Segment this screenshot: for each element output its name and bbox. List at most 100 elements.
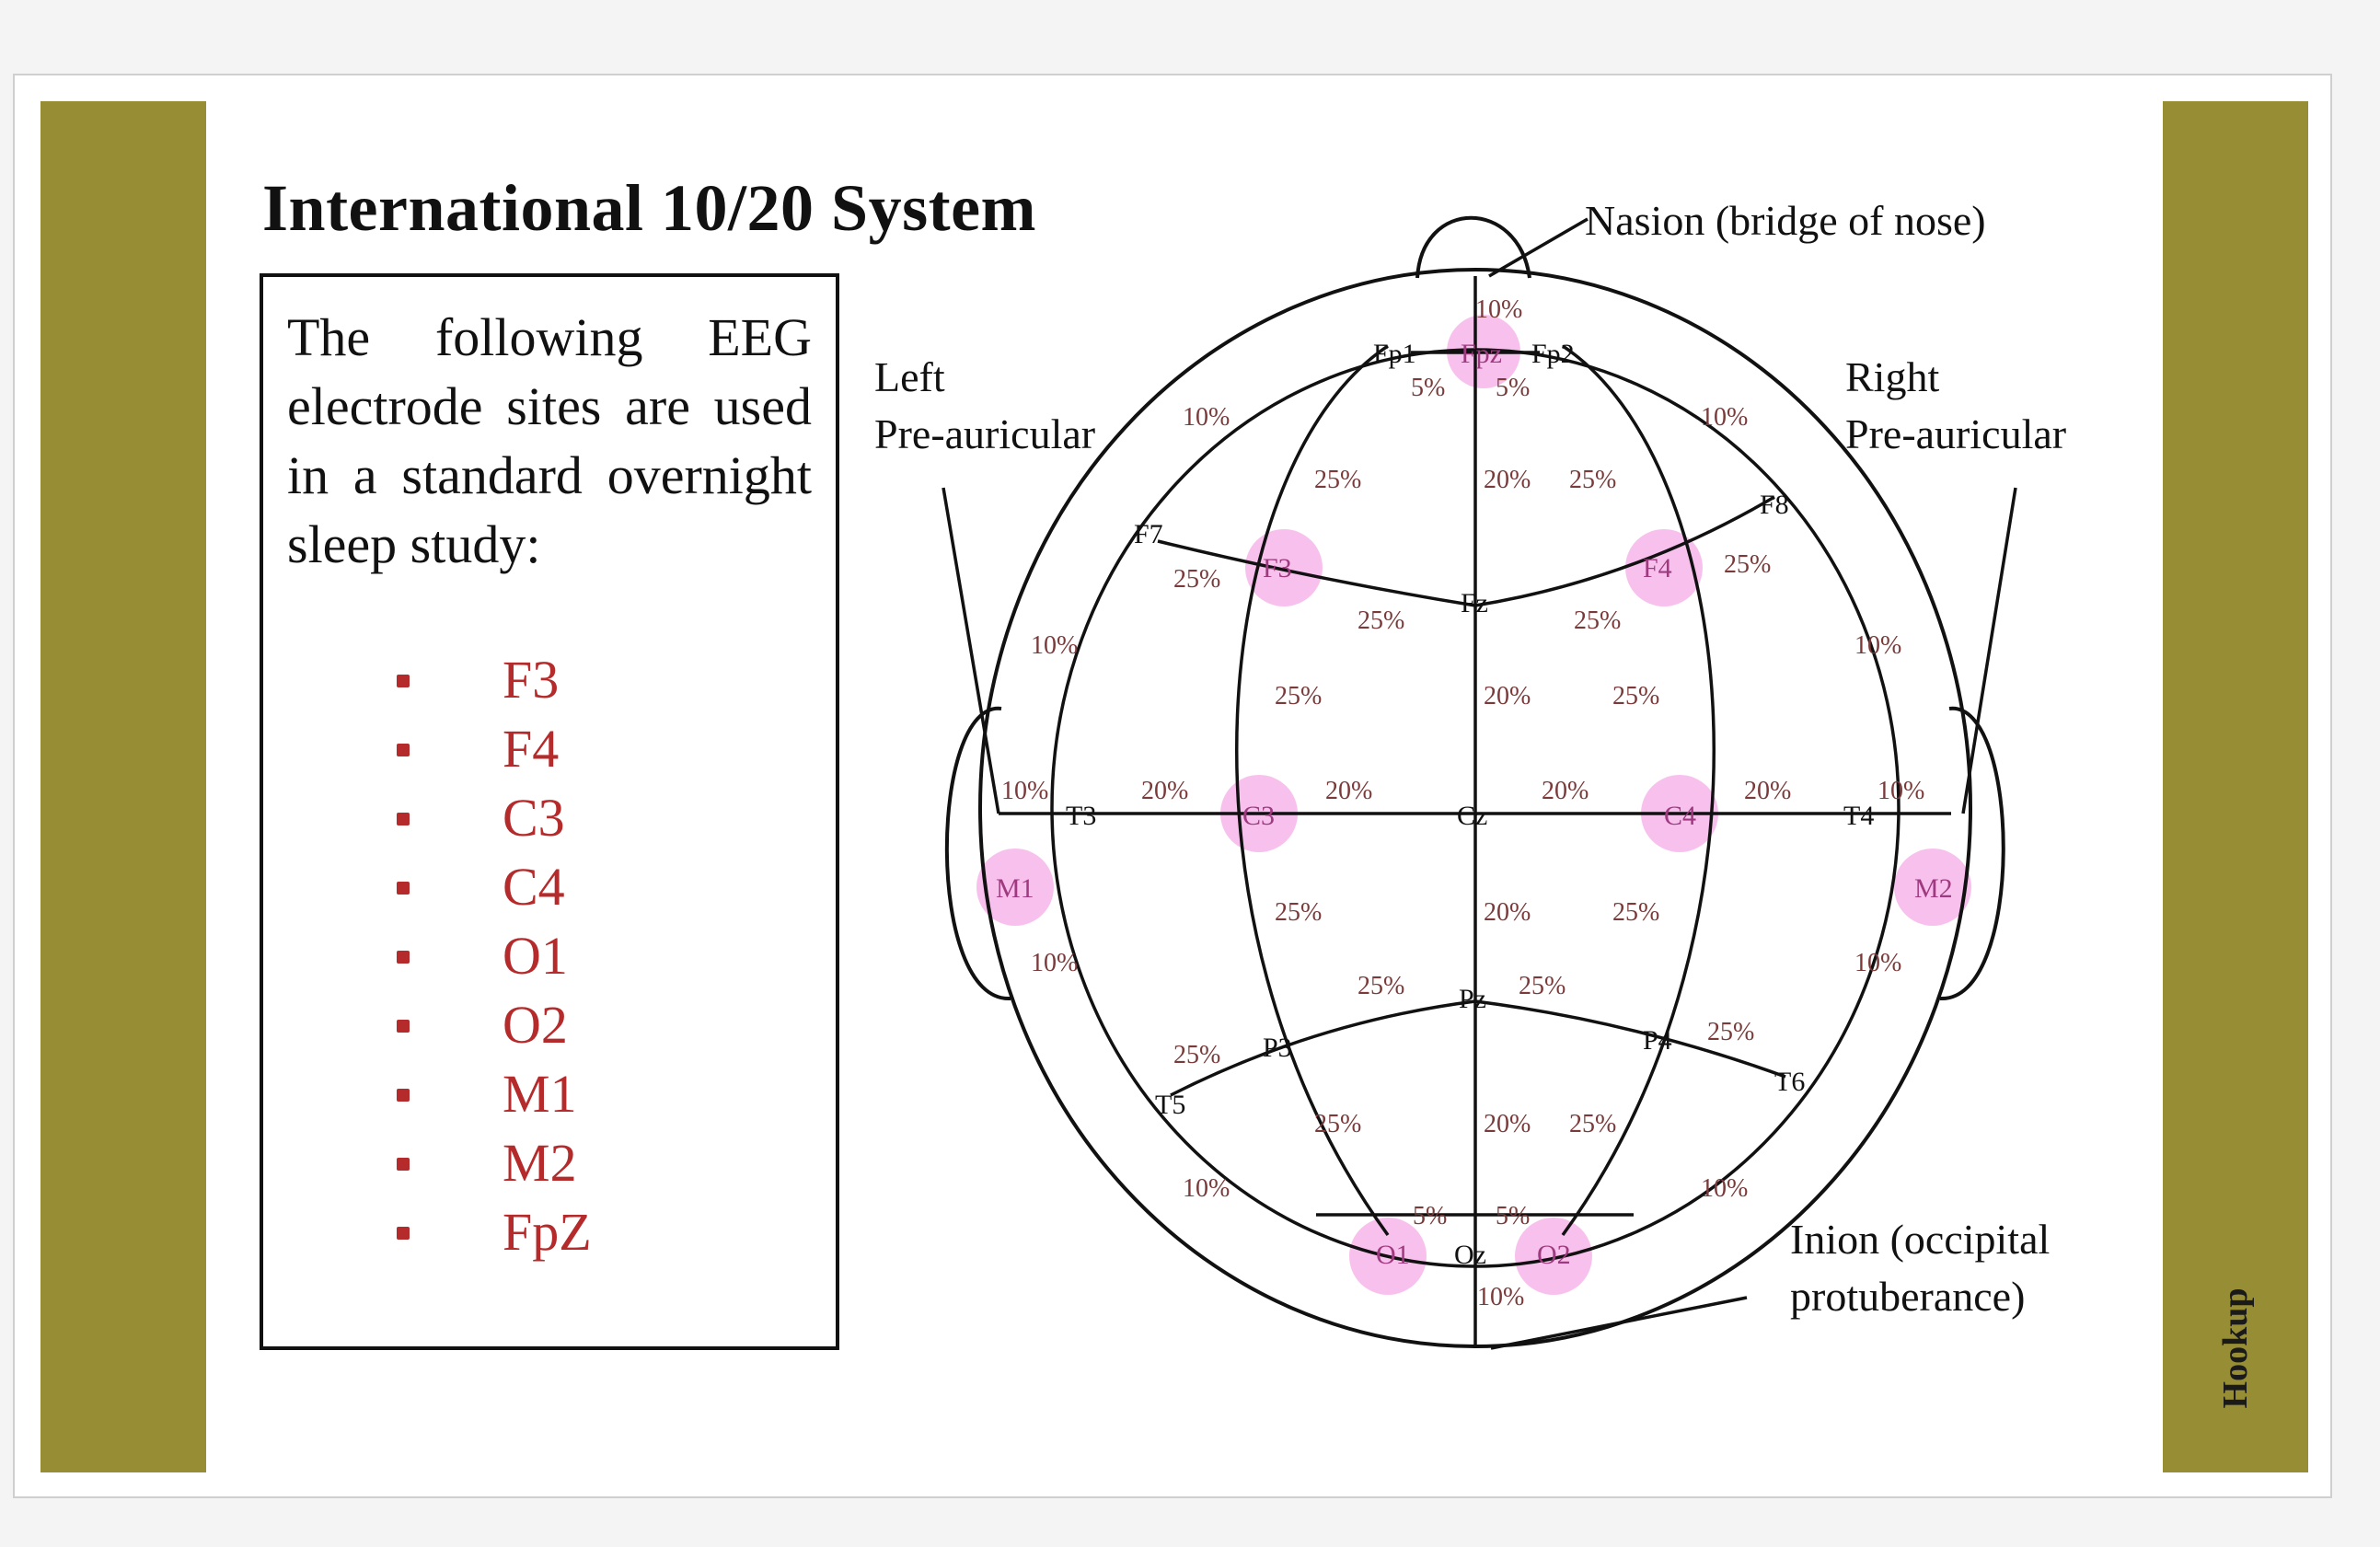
inion-pointer <box>1490 1296 1748 1350</box>
pct-cz-lower-20: 20% <box>1484 898 1531 927</box>
left-preauricular-label: Pre-auricular <box>874 410 1095 457</box>
electrode-info-box: The following EEG electrode sites are us… <box>260 273 839 1350</box>
electrode-site-item: M2 <box>263 1128 631 1197</box>
electrode-f8: F8 <box>1760 490 1789 520</box>
electrode-fz: Fz <box>1461 588 1488 618</box>
pct-fz-left-25: 25% <box>1358 606 1404 635</box>
pct-left-lower-10: 10% <box>1031 949 1078 977</box>
electrode-f7: F7 <box>1134 519 1163 549</box>
electrode-t6: T6 <box>1774 1067 1805 1097</box>
pct-pz-left-25: 25% <box>1358 972 1404 1000</box>
highlight-f3 <box>1245 529 1323 606</box>
electrode-c3: C3 <box>1242 801 1275 831</box>
pct-f3-25: 25% <box>1314 466 1361 494</box>
electrode-m1: M1 <box>996 873 1034 904</box>
intro-text: The following EEG electrode sites are us… <box>287 307 812 574</box>
electrode-site-label: O1 <box>503 926 568 986</box>
pct-c4-t4-20: 20% <box>1744 777 1791 805</box>
pct-fp1-5: 5% <box>1411 374 1445 402</box>
pct-o1-5: 5% <box>1413 1202 1447 1230</box>
pct-c3-cz-20: 20% <box>1325 777 1372 805</box>
inion-label-line1: Inion (occipital <box>1790 1216 2050 1263</box>
pct-t5-25: 25% <box>1173 1041 1220 1069</box>
pct-cz-upper-20: 20% <box>1484 682 1531 710</box>
bullet-icon <box>397 813 410 825</box>
bullet-icon <box>397 882 410 895</box>
nose-shape <box>1415 215 1531 279</box>
left-label: Left <box>874 353 945 400</box>
nasion-label: Nasion (bridge of nose) <box>1585 197 1986 244</box>
pct-f8-25: 25% <box>1724 550 1771 579</box>
electrode-o2: O2 <box>1537 1240 1571 1270</box>
inion-label-line2: protuberance) <box>1790 1273 2025 1320</box>
electrode-site-label: C4 <box>503 857 565 917</box>
pct-left-upper-10: 10% <box>1183 403 1230 432</box>
electrode-cz: Cz <box>1457 801 1487 831</box>
electrode-fp2: Fp2 <box>1531 339 1575 369</box>
slide-title: International 10/20 System <box>262 171 1036 245</box>
highlight-m1 <box>976 849 1054 926</box>
bullet-icon <box>397 1089 410 1102</box>
parietal-arc <box>1170 999 1786 1097</box>
pct-pz-right-25: 25% <box>1519 972 1565 1000</box>
right-ear <box>1939 706 2005 1001</box>
electrode-m2: M2 <box>1914 873 1953 904</box>
left-sidebar-bar <box>40 101 206 1472</box>
electrode-site-item: F4 <box>263 714 631 783</box>
left-preauricular-pointer <box>942 487 1000 814</box>
pct-fp2-5: 5% <box>1496 374 1530 402</box>
electrode-t5: T5 <box>1155 1090 1185 1120</box>
electrode-site-label: O2 <box>503 995 568 1055</box>
electrode-labels: Fp1 Fpz Fp2 F7 F3 Fz F4 F8 T3 C3 Cz C4 T… <box>996 339 1953 1270</box>
frontal-arc <box>1157 495 1775 607</box>
pct-right-upper-10: 10% <box>1701 403 1748 432</box>
electrode-site-label: C3 <box>503 788 565 848</box>
electrode-site-item: M1 <box>263 1059 631 1128</box>
pct-right-side-10: 10% <box>1854 631 1901 660</box>
electrode-site-item: O2 <box>263 990 631 1059</box>
electrode-f4: F4 <box>1643 553 1672 583</box>
pct-t3-10: 10% <box>1001 777 1048 805</box>
highlight-m2 <box>1894 849 1971 926</box>
electrode-p4: P4 <box>1643 1025 1672 1056</box>
pct-f7-25: 25% <box>1173 565 1220 594</box>
electrode-o1: O1 <box>1376 1240 1410 1270</box>
right-parasagittal-arc <box>1561 344 1716 1237</box>
bullet-icon <box>397 675 410 687</box>
left-parasagittal-arc <box>1234 344 1390 1237</box>
pct-c4-upper-25: 25% <box>1612 682 1659 710</box>
electrode-p3: P3 <box>1263 1033 1292 1063</box>
pct-t3-c3-20: 20% <box>1141 777 1188 805</box>
electrode-c4: C4 <box>1664 801 1696 831</box>
right-label: Right <box>1845 353 1939 400</box>
highlight-o2 <box>1515 1218 1592 1295</box>
pct-left-side-10: 10% <box>1031 631 1078 660</box>
pct-fz-20: 20% <box>1484 466 1531 494</box>
electrode-site-item: O1 <box>263 921 631 990</box>
electrode-t4: T4 <box>1843 801 1874 831</box>
pct-c3-lower-25: 25% <box>1275 898 1322 927</box>
pct-fz-right-25: 25% <box>1574 606 1621 635</box>
electrode-fp1: Fp1 <box>1373 339 1416 369</box>
bullet-icon <box>397 1158 410 1171</box>
electrode-t3: T3 <box>1066 801 1096 831</box>
electrode-grid <box>942 217 2017 1350</box>
nasion-pointer <box>1488 217 1589 278</box>
pct-t6-25: 25% <box>1707 1018 1754 1046</box>
bullet-icon <box>397 1227 410 1240</box>
pct-left-bottom-10: 10% <box>1183 1174 1230 1203</box>
electrode-oz: Oz <box>1454 1240 1486 1270</box>
electrode-pz: Pz <box>1459 984 1486 1014</box>
pct-t4-10: 10% <box>1877 777 1924 805</box>
pct-c4-lower-25: 25% <box>1612 898 1659 927</box>
electrode-site-item: C4 <box>263 852 631 921</box>
electrode-fpz: Fpz <box>1461 339 1502 369</box>
electrode-site-label: F3 <box>503 650 560 710</box>
pct-f4-25: 25% <box>1569 466 1616 494</box>
left-ear <box>944 706 1011 1001</box>
pct-p3-25: 25% <box>1314 1110 1361 1138</box>
pct-pz-20: 20% <box>1484 1110 1531 1138</box>
pct-nasion-10: 10% <box>1475 295 1522 324</box>
